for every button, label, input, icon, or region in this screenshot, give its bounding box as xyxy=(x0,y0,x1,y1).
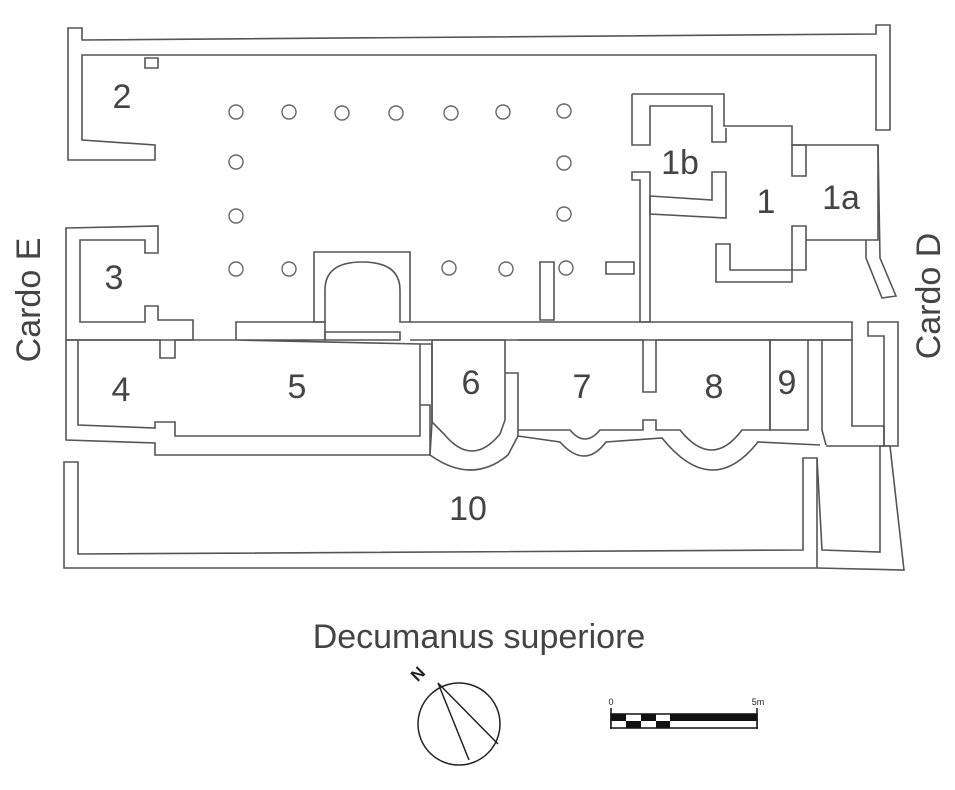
column xyxy=(388,105,404,121)
north-arrow-circle xyxy=(417,682,501,766)
column xyxy=(443,105,459,121)
wall-pier-2 xyxy=(605,261,635,275)
wall-room-3 xyxy=(65,225,194,359)
wall-central-apse-inner xyxy=(324,331,401,341)
wall-room-1-west xyxy=(631,171,651,323)
room-labels: 2 1b 1 1a 3 4 5 6 7 8 9 10 xyxy=(105,78,860,528)
room-label-1a: 1a xyxy=(822,179,860,217)
column xyxy=(556,155,572,171)
walls xyxy=(63,24,905,571)
column xyxy=(281,104,297,120)
wall-east-lower xyxy=(867,321,899,447)
column xyxy=(228,154,244,170)
scale-segment xyxy=(656,721,670,728)
street-label-east: Cardo D xyxy=(910,233,948,360)
room-label-1b: 1b xyxy=(661,144,699,182)
wall-room-6 xyxy=(431,339,506,452)
room-label-9: 9 xyxy=(778,364,797,402)
scale-bar: 0 5m xyxy=(608,697,764,729)
column xyxy=(441,260,457,276)
room-label-6: 6 xyxy=(462,364,481,402)
wall-room-4 xyxy=(66,321,421,437)
column xyxy=(228,104,244,120)
column xyxy=(495,104,511,120)
column xyxy=(281,261,297,277)
wall-room-1-complex xyxy=(632,93,879,283)
wall-room-9 xyxy=(769,339,809,431)
room-label-4: 4 xyxy=(112,371,131,409)
room-label-7: 7 xyxy=(573,368,592,406)
wall-southeast-room xyxy=(816,445,905,571)
wall-room-10 xyxy=(63,457,818,569)
wall-room-7 xyxy=(518,339,771,451)
wall-north xyxy=(67,24,891,161)
scale-segment xyxy=(611,714,626,721)
column xyxy=(228,261,244,277)
column xyxy=(498,261,514,277)
wall-room-7-outer xyxy=(517,435,821,471)
room-label-2: 2 xyxy=(113,78,132,116)
wall-east-upper xyxy=(865,144,898,299)
column xyxy=(556,206,572,222)
street-label-west: Cardo E xyxy=(10,238,48,363)
wall-courtyard-south xyxy=(410,321,853,341)
column xyxy=(556,103,572,119)
north-arrow-pointer xyxy=(437,682,499,761)
street-label-south: Decumanus superiore xyxy=(313,618,646,656)
street-labels: Cardo E Cardo D Decumanus superiore xyxy=(10,233,948,656)
wall-east-room xyxy=(822,339,885,447)
column xyxy=(228,208,244,224)
scale-segment xyxy=(641,714,656,721)
wall-room-1b xyxy=(631,94,727,146)
wall-room-4-inner xyxy=(65,340,431,456)
north-arrow-letter: N xyxy=(407,663,429,685)
room-label-5: 5 xyxy=(288,368,307,406)
room-label-8: 8 xyxy=(705,368,724,406)
north-arrow: N xyxy=(407,663,501,766)
scale-segment xyxy=(626,721,641,728)
wall-room-2-pier xyxy=(144,57,159,69)
scale-end-label: 5m xyxy=(752,697,765,707)
scale-segment xyxy=(685,714,757,721)
room-label-10: 10 xyxy=(449,490,487,528)
wall-room-6-outer xyxy=(420,343,519,471)
scale-start-label: 0 xyxy=(608,697,613,707)
room-label-3: 3 xyxy=(105,259,124,297)
wall-central-apse xyxy=(313,251,411,323)
wall-pier-1 xyxy=(539,261,555,321)
room-label-1: 1 xyxy=(757,183,776,221)
column xyxy=(334,105,350,121)
wall-room-9-outer xyxy=(808,339,827,446)
wall-room-1a-pier xyxy=(791,144,807,177)
column xyxy=(558,260,574,276)
colonnade xyxy=(228,103,574,277)
scale-segment xyxy=(670,714,685,721)
